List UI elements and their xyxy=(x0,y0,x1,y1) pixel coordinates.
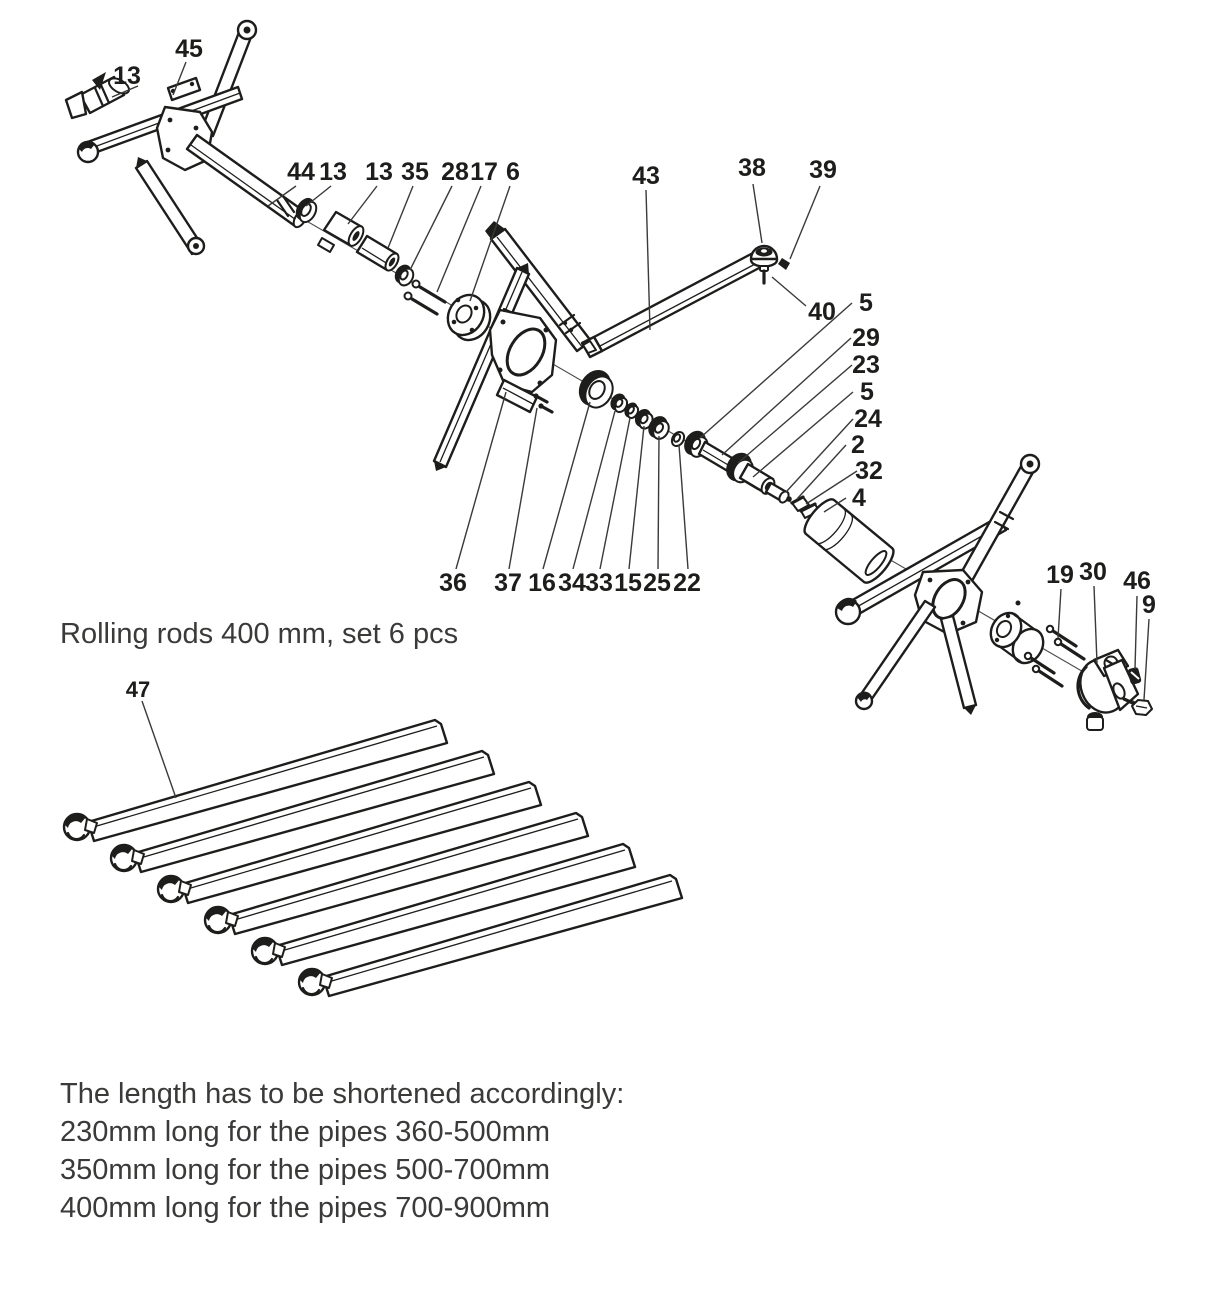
part-label-37: 37 xyxy=(494,569,522,597)
part-label-39: 39 xyxy=(809,156,837,184)
part-label-5: 5 xyxy=(860,378,874,406)
part-label-35: 35 xyxy=(401,158,429,186)
part-label-25: 25 xyxy=(643,569,671,597)
part-label-5: 5 xyxy=(859,289,873,317)
note-line-2: 350mm long for the pipes 500-700mm xyxy=(60,1154,550,1186)
pin-39 xyxy=(778,258,790,270)
part-labels: 45 13 44 13 13 35 28 17 6 43 38 39 40 5 … xyxy=(113,35,1156,702)
center-frame-assembly xyxy=(432,221,593,471)
part-label-46: 46 xyxy=(1123,567,1151,595)
right-frame-assembly xyxy=(834,453,1041,715)
square-tube-43 xyxy=(580,249,767,359)
clamp-sleeve-13 xyxy=(317,210,365,253)
rods-set-caption: Rolling rods 400 mm, set 6 pcs xyxy=(60,618,458,650)
note-line-1: 230mm long for the pipes 360-500mm xyxy=(60,1116,550,1148)
left-frame-assembly xyxy=(64,19,308,256)
nut-46 xyxy=(1127,667,1142,685)
bolts-17 xyxy=(403,279,447,316)
part-label-13: 13 xyxy=(319,158,347,186)
part-label-47: 47 xyxy=(126,677,150,702)
note-title: The length has to be shortened according… xyxy=(60,1078,624,1110)
part-label-45: 45 xyxy=(175,35,203,63)
part-label-34: 34 xyxy=(558,569,586,597)
part-label-13: 13 xyxy=(365,158,393,186)
spacer-sleeve-35 xyxy=(355,234,400,272)
part-label-24: 24 xyxy=(854,405,882,433)
screws-19 xyxy=(1023,624,1086,688)
part-label-40: 40 xyxy=(808,298,836,326)
part-label-36: 36 xyxy=(439,569,467,597)
part-label-4: 4 xyxy=(852,484,866,512)
note-line-3: 400mm long for the pipes 700-900mm xyxy=(60,1192,550,1224)
flange-6 xyxy=(446,293,492,342)
part-label-6: 6 xyxy=(506,158,520,186)
knob-38 xyxy=(749,244,779,268)
bolt-9 xyxy=(1122,697,1153,716)
part-label-43: 43 xyxy=(632,162,660,190)
part-label-30: 30 xyxy=(1079,558,1107,586)
part-label-16: 16 xyxy=(528,569,556,597)
part-label-23: 23 xyxy=(852,351,880,379)
part-label-13: 13 xyxy=(113,62,141,90)
crank-assembly-30 xyxy=(1076,648,1140,731)
screw-40 xyxy=(759,265,769,285)
hub-disc-19 xyxy=(989,600,1045,665)
part-label-2: 2 xyxy=(851,431,865,459)
part-label-15: 15 xyxy=(614,569,642,597)
part-label-44: 44 xyxy=(287,158,315,186)
part-label-22: 22 xyxy=(673,569,701,597)
rolling-rods-set xyxy=(62,718,684,998)
leader-lines xyxy=(111,61,1150,799)
part-label-32: 32 xyxy=(855,457,883,485)
bearing-stack xyxy=(578,369,895,584)
part-label-38: 38 xyxy=(738,154,766,182)
part-label-9: 9 xyxy=(1142,591,1156,619)
part-label-29: 29 xyxy=(852,324,880,352)
captions: Rolling rods 400 mm, set 6 pcs The lengt… xyxy=(60,618,624,1224)
part-label-28: 28 xyxy=(441,158,469,186)
explosion-axis-line xyxy=(197,157,1143,707)
part-label-33: 33 xyxy=(585,569,613,597)
part-label-17: 17 xyxy=(470,158,498,186)
part-label-19: 19 xyxy=(1046,561,1074,589)
